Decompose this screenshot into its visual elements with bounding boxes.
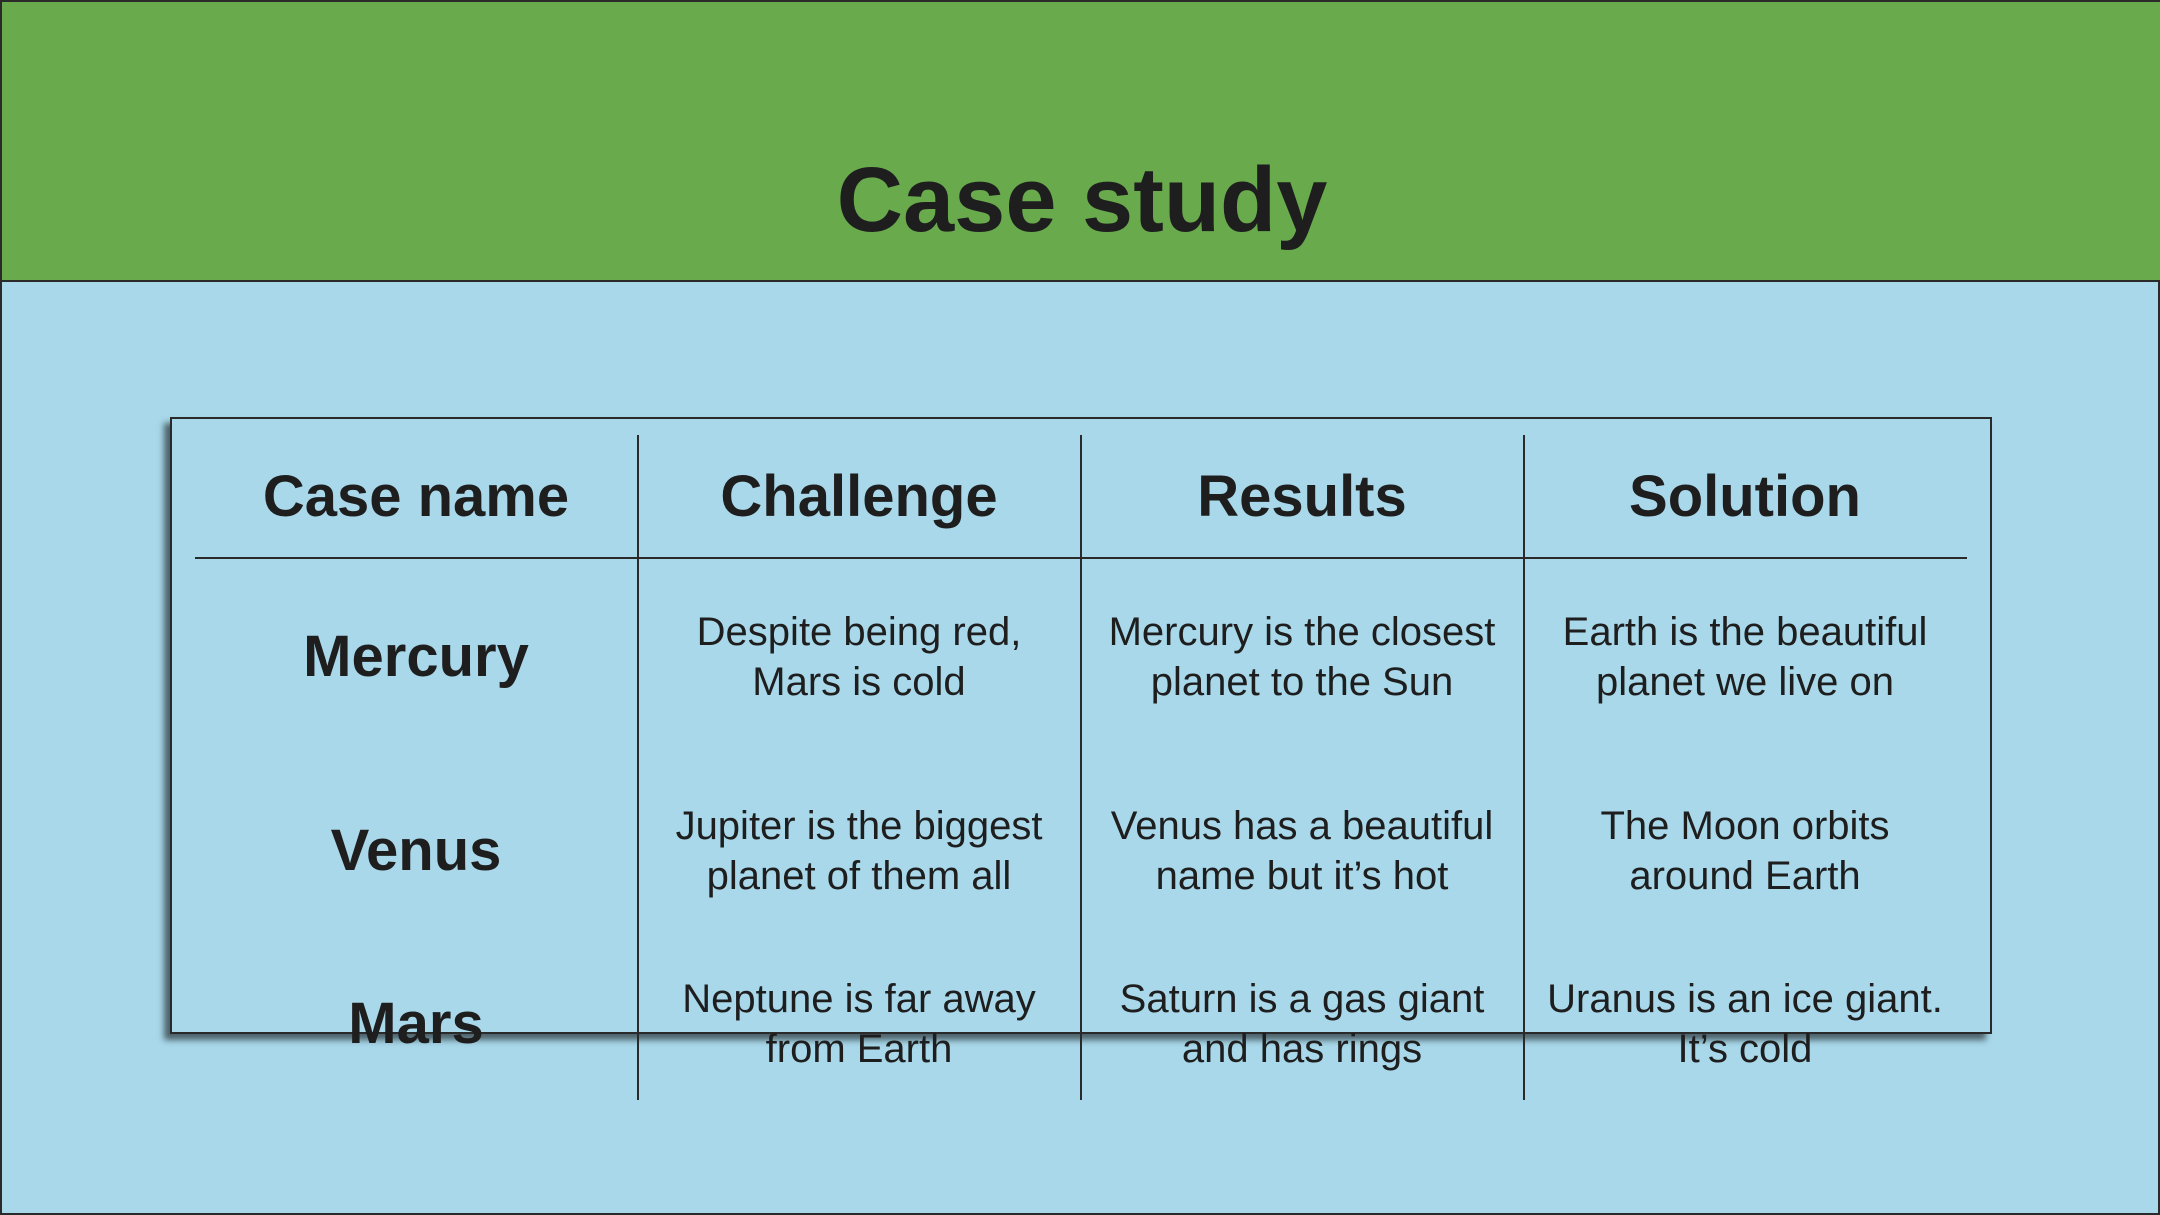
column-divider <box>637 435 639 1100</box>
row-solution: The Moon orbits around Earth <box>1600 804 1890 898</box>
row-name: Mercury <box>303 624 529 689</box>
header-results: Results <box>1197 464 1407 529</box>
row-solution: Uranus is an ice giant. It’s cold <box>1547 977 1943 1071</box>
header-band: Case study <box>2 2 2160 282</box>
row-challenge: Jupiter is the biggest planet of them al… <box>675 804 1043 898</box>
row-name: Mars <box>348 991 484 1056</box>
row-results: Venus has a beautiful name but it’s hot <box>1110 804 1494 898</box>
row-results: Saturn is a gas giant and has rings <box>1119 977 1485 1071</box>
column-divider <box>1080 435 1082 1100</box>
row-name: Venus <box>330 818 502 883</box>
row-challenge: Despite being red, Mars is cold <box>696 610 1022 704</box>
header-solution: Solution <box>1629 464 1861 529</box>
row-solution: Earth is the beautiful planet we live on <box>1562 610 1928 704</box>
header-divider <box>195 557 1967 559</box>
header-case-name: Case name <box>262 464 570 529</box>
header-challenge: Challenge <box>720 464 998 529</box>
row-challenge: Neptune is far away from Earth <box>682 977 1036 1071</box>
row-results: Mercury is the closest planet to the Sun <box>1108 610 1496 704</box>
column-divider <box>1523 435 1525 1100</box>
slide-title: Case study <box>836 149 1328 251</box>
